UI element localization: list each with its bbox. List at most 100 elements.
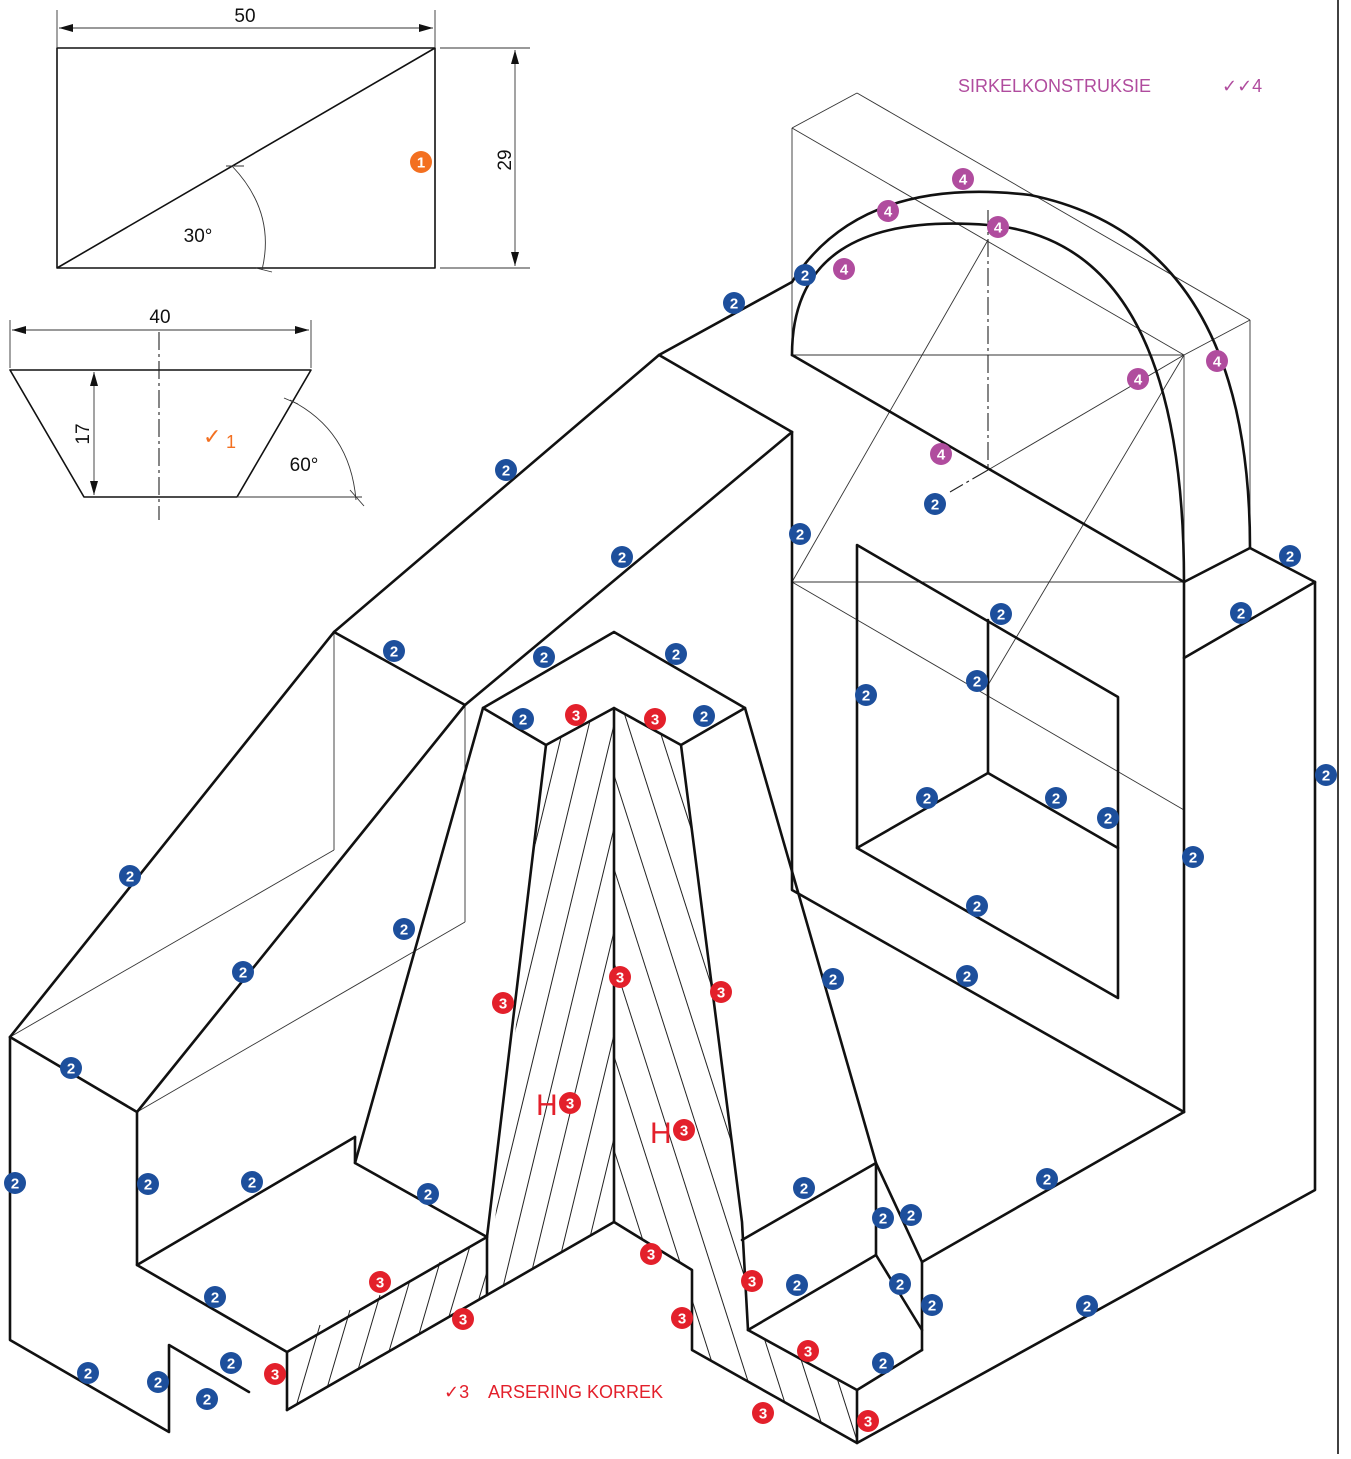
marker-number: 3 — [864, 1414, 872, 1431]
marker-3: 3 — [565, 704, 587, 726]
trap-check-mark: ✓ — [203, 424, 221, 449]
h-mark-left: H — [536, 1089, 558, 1122]
marker-3: 3 — [710, 981, 732, 1003]
marker-number: 2 — [390, 644, 398, 661]
marker-number: 2 — [1189, 850, 1197, 867]
marker-3: 3 — [644, 708, 666, 730]
marker-circle — [241, 1171, 263, 1193]
marker-2: 2 — [60, 1057, 82, 1079]
marker-number: 2 — [211, 1290, 219, 1307]
marker-circle — [644, 708, 666, 730]
marker-circle — [872, 1207, 894, 1229]
marker-circle — [533, 646, 555, 668]
marker-circle — [611, 546, 633, 568]
marker-number: 2 — [973, 674, 981, 691]
marker-2: 2 — [512, 708, 534, 730]
marker-circle — [137, 1173, 159, 1195]
marker-circle — [77, 1362, 99, 1384]
marker-number: 2 — [862, 688, 870, 705]
marker-number: 2 — [203, 1392, 211, 1409]
marker-circle — [640, 1243, 662, 1265]
marker-number: 2 — [227, 1356, 235, 1373]
angle-30-label: 30° — [184, 226, 213, 247]
marker-2: 2 — [417, 1183, 439, 1205]
marker-2: 2 — [786, 1274, 808, 1296]
marker-2: 2 — [872, 1352, 894, 1374]
construction-trapezoid — [9, 320, 365, 520]
marker-circle — [1206, 350, 1228, 372]
marker-circle — [966, 895, 988, 917]
marker-circle — [60, 1057, 82, 1079]
marker-2: 2 — [611, 546, 633, 568]
marker-number: 4 — [840, 262, 849, 279]
marker-3: 3 — [609, 966, 631, 988]
marker-2: 2 — [665, 643, 687, 665]
marker-circle — [452, 1308, 474, 1330]
construction-rectangle — [56, 10, 530, 273]
marker-circle — [665, 643, 687, 665]
marker-number: 2 — [896, 1277, 904, 1294]
marker-2: 2 — [822, 968, 844, 990]
marker-circle — [673, 1119, 695, 1141]
dim-40-label: 40 — [149, 307, 170, 328]
marker-number: 2 — [997, 607, 1005, 624]
marker-number: 3 — [651, 712, 659, 729]
marker-number: 3 — [804, 1344, 812, 1361]
marker-number: 2 — [618, 550, 626, 567]
marker-circle — [232, 961, 254, 983]
marker-circle — [1036, 1168, 1058, 1190]
marker-number: 1 — [417, 155, 425, 172]
hatch-correct-text: ARSERING KORREK — [488, 1382, 663, 1402]
marker-circle — [793, 1177, 815, 1199]
marker-2: 2 — [1097, 807, 1119, 829]
marker-2: 2 — [889, 1273, 911, 1295]
marker-number: 2 — [928, 1298, 936, 1315]
marker-circle — [264, 1363, 286, 1385]
marker-circle — [495, 459, 517, 481]
marker-4: 4 — [833, 258, 855, 280]
marker-2: 2 — [220, 1352, 242, 1374]
marker-number: 2 — [700, 709, 708, 726]
marker-circle — [119, 865, 141, 887]
marker-circle — [916, 787, 938, 809]
marker-number: 4 — [1134, 372, 1143, 389]
marker-circle — [990, 603, 1012, 625]
marker-number: 2 — [154, 1375, 162, 1392]
marker-3: 3 — [673, 1119, 695, 1141]
marker-number: 3 — [647, 1247, 655, 1264]
marker-number: 2 — [239, 965, 247, 982]
marker-number: 2 — [424, 1187, 432, 1204]
marker-3: 3 — [559, 1092, 581, 1114]
marker-2: 2 — [789, 523, 811, 545]
marker-circle — [877, 200, 899, 222]
marker-number: 4 — [937, 447, 946, 464]
marker-3: 3 — [452, 1308, 474, 1330]
marker-circle — [1097, 807, 1119, 829]
dim-29-label: 29 — [495, 149, 516, 170]
marker-2: 2 — [872, 1207, 894, 1229]
marker-number: 3 — [717, 985, 725, 1002]
trap-check-number: 1 — [226, 432, 236, 452]
marker-2: 2 — [1045, 787, 1067, 809]
marker-4: 4 — [1127, 368, 1149, 390]
marker-number: 2 — [907, 1208, 915, 1225]
marker-number: 3 — [566, 1096, 574, 1113]
marker-4: 4 — [987, 216, 1009, 238]
marker-circle — [956, 965, 978, 987]
marker-3: 3 — [797, 1340, 819, 1362]
marker-2: 2 — [921, 1294, 943, 1316]
marker-number: 2 — [248, 1175, 256, 1192]
marker-circle — [196, 1388, 218, 1410]
marker-number: 3 — [499, 996, 507, 1013]
marker-2: 2 — [794, 264, 816, 286]
marker-number: 2 — [540, 650, 548, 667]
marker-2: 2 — [495, 459, 517, 481]
marker-2: 2 — [77, 1362, 99, 1384]
marker-2: 2 — [1279, 545, 1301, 567]
marker-circle — [797, 1340, 819, 1362]
marker-number: 2 — [84, 1366, 92, 1383]
marker-number: 2 — [1043, 1172, 1051, 1189]
marker-3: 3 — [752, 1402, 774, 1424]
marker-number: 2 — [11, 1176, 19, 1193]
